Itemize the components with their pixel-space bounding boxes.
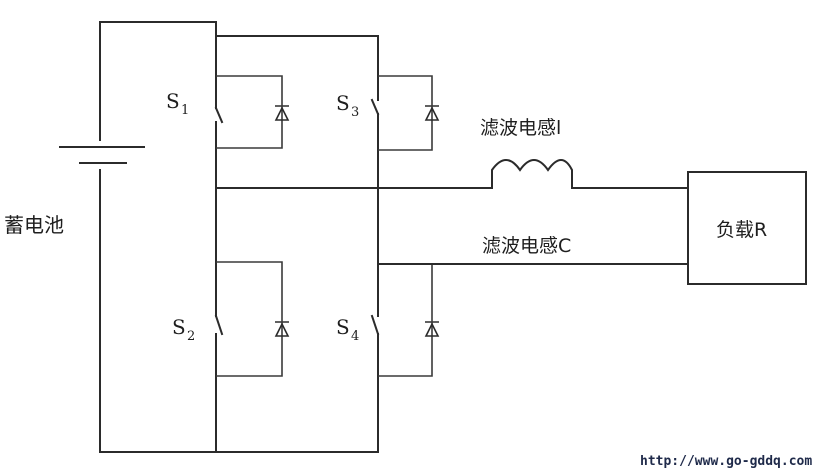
switch-s2 <box>214 314 224 336</box>
switch-s4 <box>370 314 380 336</box>
switch-s1 <box>214 106 224 124</box>
watermark-url: http://www.go-gddq.com <box>640 454 812 469</box>
s4-subscript: 4 <box>351 329 359 344</box>
inductor-symbol <box>491 159 573 189</box>
s3-label: S <box>336 91 350 115</box>
switch-s3 <box>370 98 380 116</box>
s2-subscript: 2 <box>187 329 195 344</box>
battery-symbol <box>59 146 145 164</box>
s4-label: S <box>336 315 350 339</box>
load-box <box>687 171 807 285</box>
s3-subscript: 3 <box>351 105 359 120</box>
diode-s4 <box>378 263 440 377</box>
s1-label: S <box>166 89 180 113</box>
inductor-label: 滤波电感l <box>480 117 561 139</box>
diode-s1 <box>216 75 290 149</box>
diode-s3 <box>378 75 440 151</box>
battery-label: 蓄电池 <box>4 213 64 237</box>
s2-label: S <box>172 315 186 339</box>
capacitor-label: 滤波电感C <box>482 235 571 257</box>
diode-s2 <box>216 261 290 377</box>
load-label: 负载R <box>716 219 767 241</box>
top-rail-wire <box>215 35 379 101</box>
s1-subscript: 1 <box>181 103 189 118</box>
battery-loop-wire <box>99 21 379 453</box>
